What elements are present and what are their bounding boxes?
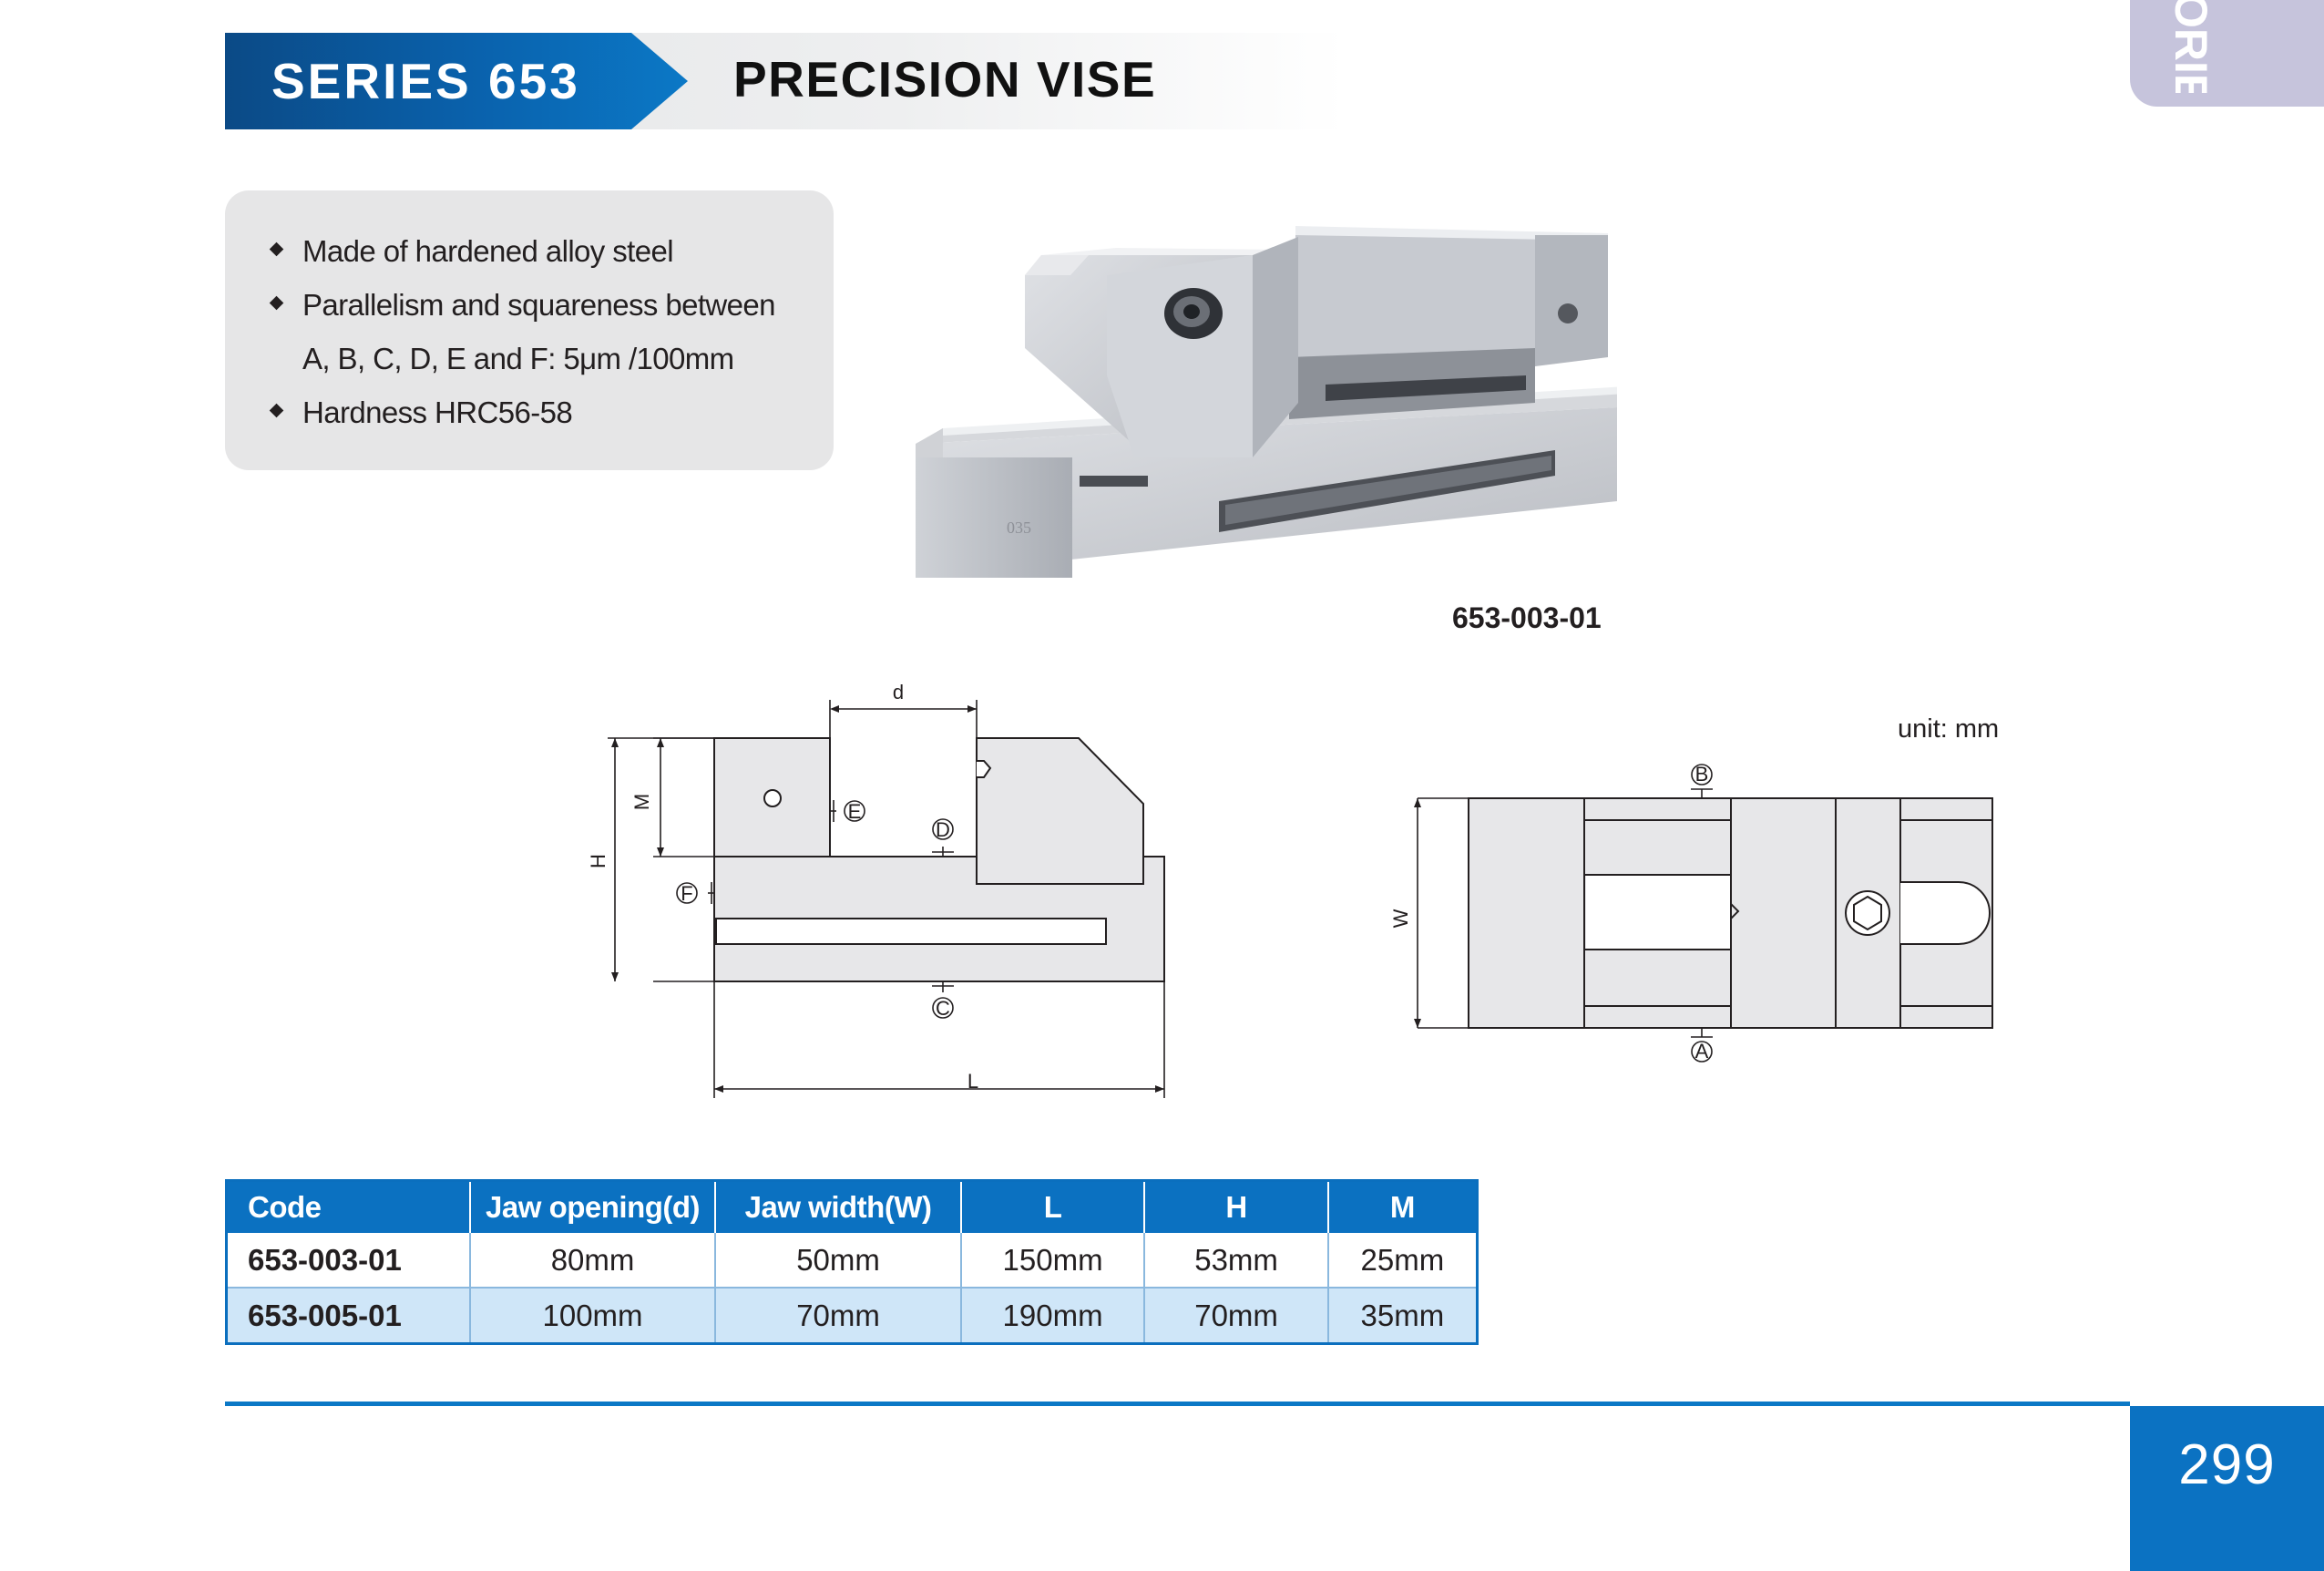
- dim-w: W: [1389, 909, 1412, 928]
- cell-code: 653-003-01: [226, 1233, 471, 1288]
- cell-jaw-opening: 100mm: [469, 1287, 717, 1344]
- dim-m: M: [630, 794, 653, 810]
- col-header-jaw-opening: Jaw opening(d): [469, 1180, 717, 1233]
- datum-b: B: [1695, 763, 1709, 786]
- dim-l: L: [967, 1070, 978, 1093]
- col-header-l: L: [960, 1180, 1146, 1233]
- series-tag: [225, 33, 688, 129]
- side-view-drawing: d M H L E F D C: [587, 681, 1165, 1098]
- spec-table: Code Jaw opening(d) Jaw width(W) L H M 6…: [225, 1179, 1479, 1345]
- photo-stamp: 035: [1007, 519, 1031, 537]
- cell-m: 35mm: [1327, 1287, 1478, 1344]
- page-number: 299: [2178, 1433, 2276, 1496]
- col-header-jaw-width: Jaw width(W): [715, 1180, 962, 1233]
- product-caption: 653-003-01: [1452, 601, 1602, 634]
- col-header-h: H: [1144, 1180, 1329, 1233]
- features-box: [225, 190, 834, 470]
- cell-code: 653-005-01: [226, 1287, 471, 1344]
- table-header-row: Code Jaw opening(d) Jaw width(W) L H M: [226, 1180, 1478, 1233]
- datum-a: A: [1695, 1040, 1709, 1063]
- table-row: 653-003-01 80mm 50mm 150mm 53mm 25mm: [226, 1233, 1478, 1288]
- cell-h: 70mm: [1144, 1287, 1329, 1344]
- footer-rule: [1187, 1402, 2130, 1406]
- series-label: SERIES 653: [271, 53, 580, 109]
- product-photo: 035: [916, 226, 1617, 578]
- feature-item: Parallelism and squareness between: [302, 288, 776, 322]
- cell-m: 25mm: [1327, 1233, 1478, 1288]
- cell-l: 150mm: [960, 1233, 1146, 1288]
- section-tab[interactable]: [2130, 0, 2324, 107]
- unit-label: unit: mm: [1898, 714, 2000, 744]
- col-header-m: M: [1327, 1180, 1478, 1233]
- datum-c: C: [936, 997, 950, 1020]
- datum-e: E: [848, 800, 862, 823]
- feature-item: Made of hardened alloy steel: [302, 234, 674, 268]
- col-header-code: Code: [226, 1180, 471, 1233]
- feature-item-continued: A, B, C, D, E and F: 5μm /100mm: [302, 342, 734, 375]
- cell-jaw-width: 70mm: [715, 1287, 962, 1344]
- footer-rule: [225, 1402, 1187, 1406]
- top-view-drawing: W B A: [1389, 763, 1993, 1063]
- cell-jaw-width: 50mm: [715, 1233, 962, 1288]
- cell-jaw-opening: 80mm: [469, 1233, 717, 1288]
- feature-item: Hardness HRC56-58: [302, 395, 573, 429]
- dim-d: d: [893, 681, 904, 703]
- dim-h: H: [587, 854, 609, 868]
- page-number-box: [2130, 1406, 2324, 1571]
- section-tab-label: ORIES: [2166, 0, 2216, 93]
- table-row: 653-005-01 100mm 70mm 190mm 70mm 35mm: [226, 1287, 1478, 1344]
- cell-l: 190mm: [960, 1287, 1146, 1344]
- datum-f: F: [681, 882, 692, 905]
- page-title: PRECISION VISE: [733, 51, 1157, 108]
- datum-d: D: [936, 818, 950, 841]
- cell-h: 53mm: [1144, 1233, 1329, 1288]
